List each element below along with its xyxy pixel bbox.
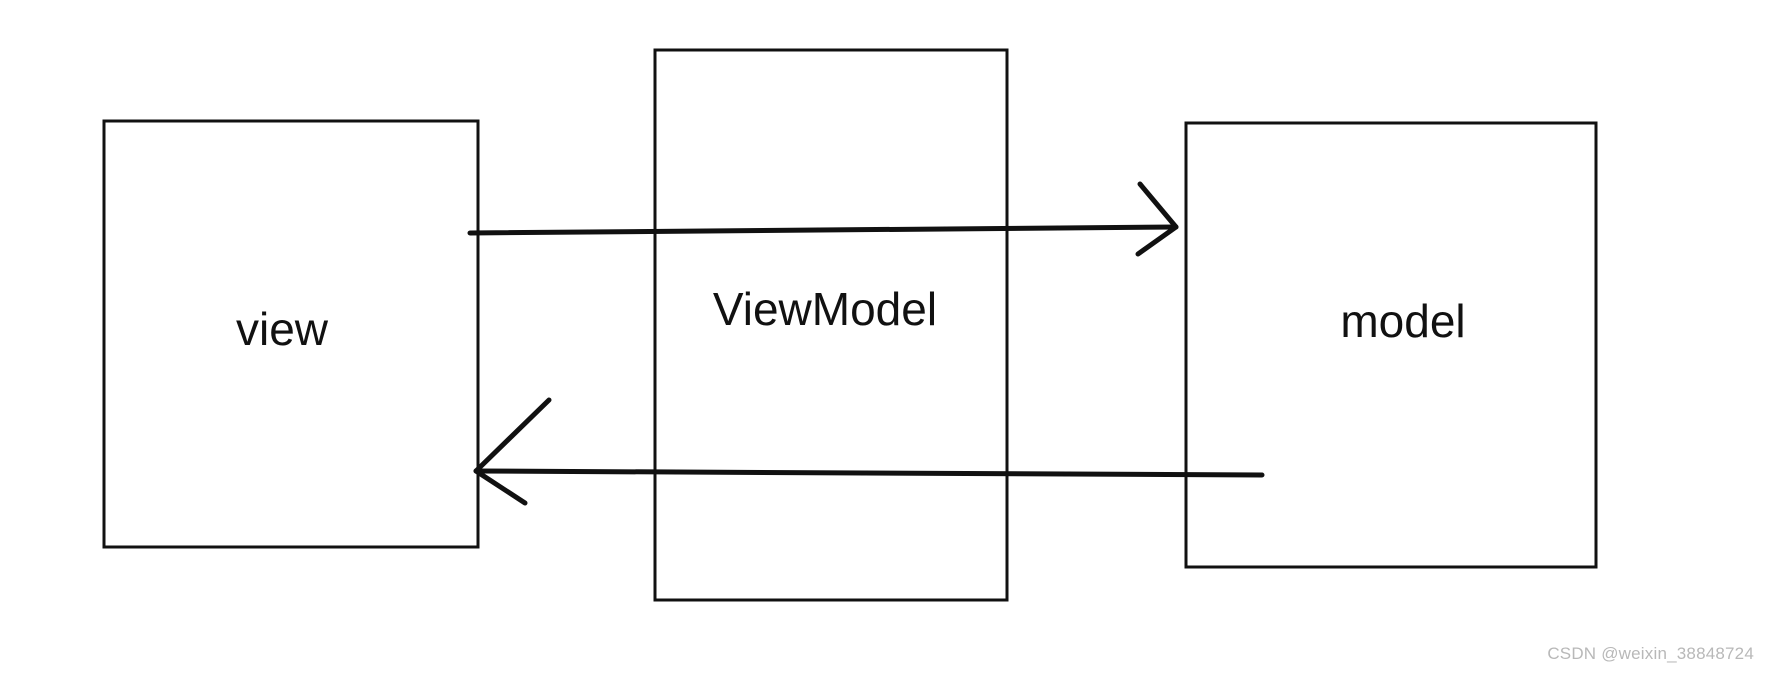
arrow-model-to-view	[473, 397, 1265, 506]
view-node-label: view	[236, 303, 329, 355]
viewmodel-node-label: ViewModel	[713, 283, 937, 335]
model-node-label: model	[1340, 295, 1465, 347]
view-node: view	[102, 119, 480, 549]
arrowhead-right-icon	[1135, 181, 1179, 257]
viewmodel-node: ViewModel	[653, 48, 1009, 602]
arrow-view-to-model	[467, 181, 1179, 257]
arrowhead-left-icon	[473, 397, 552, 506]
model-node: model	[1184, 121, 1598, 569]
watermark: CSDN @weixin_38848724	[1547, 644, 1754, 663]
